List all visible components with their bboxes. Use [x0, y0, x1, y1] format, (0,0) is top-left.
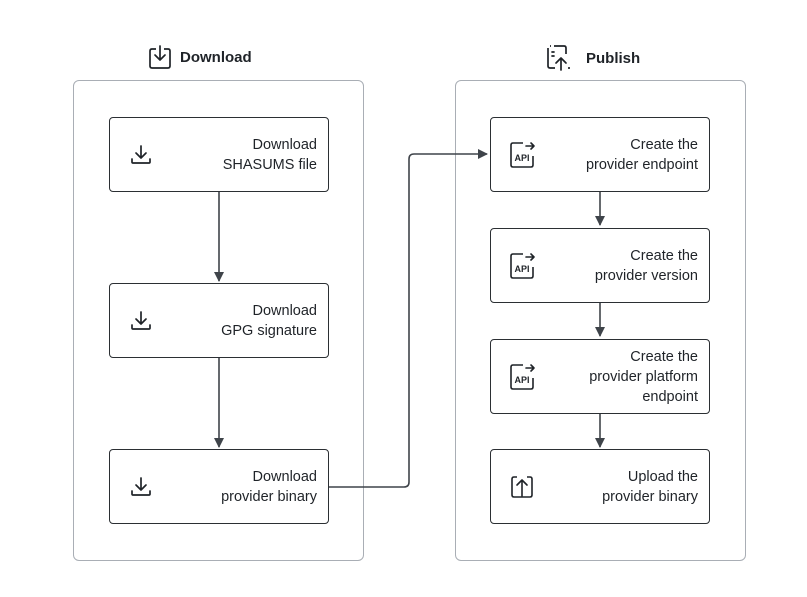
- node-download-gpg-signature[interactable]: Download GPG signature: [109, 283, 329, 358]
- node-label: Upload the provider binary: [602, 468, 698, 505]
- node-label: Create the provider platform endpoint: [589, 348, 698, 405]
- download-icon: [126, 140, 156, 170]
- download-icon: [126, 306, 156, 336]
- upload-icon: [507, 472, 537, 502]
- node-label: Download SHASUMS file: [222, 136, 317, 173]
- svg-text:API: API: [514, 375, 529, 385]
- node-download-provider-binary[interactable]: Download provider binary: [109, 449, 329, 524]
- api-icon: API: [507, 362, 537, 392]
- publish-section-label: Publish: [586, 49, 641, 67]
- download-section-title: Download: [148, 44, 252, 70]
- node-create-provider-platform-endpoint[interactable]: API Create the provider platform endpoin…: [490, 339, 710, 414]
- node-upload-provider-binary[interactable]: Upload the provider binary: [490, 449, 710, 524]
- publish-upload-icon: [546, 44, 572, 72]
- download-section-label: Download: [180, 48, 252, 66]
- download-box-icon: [148, 44, 172, 70]
- node-create-provider-version[interactable]: API Create the provider version: [490, 228, 710, 303]
- svg-text:API: API: [514, 264, 529, 274]
- api-icon: API: [507, 251, 537, 281]
- download-icon: [126, 472, 156, 502]
- api-icon: API: [507, 140, 537, 170]
- node-label: Create the provider version: [594, 247, 698, 284]
- node-label: Create the provider endpoint: [585, 136, 698, 173]
- node-create-provider-endpoint[interactable]: API Create the provider endpoint: [490, 117, 710, 192]
- node-label: Download provider binary: [221, 468, 317, 505]
- node-label: Download GPG signature: [221, 302, 317, 339]
- svg-text:API: API: [514, 153, 529, 163]
- node-download-shasums[interactable]: Download SHASUMS file: [109, 117, 329, 192]
- publish-section-title: Publish: [546, 44, 640, 72]
